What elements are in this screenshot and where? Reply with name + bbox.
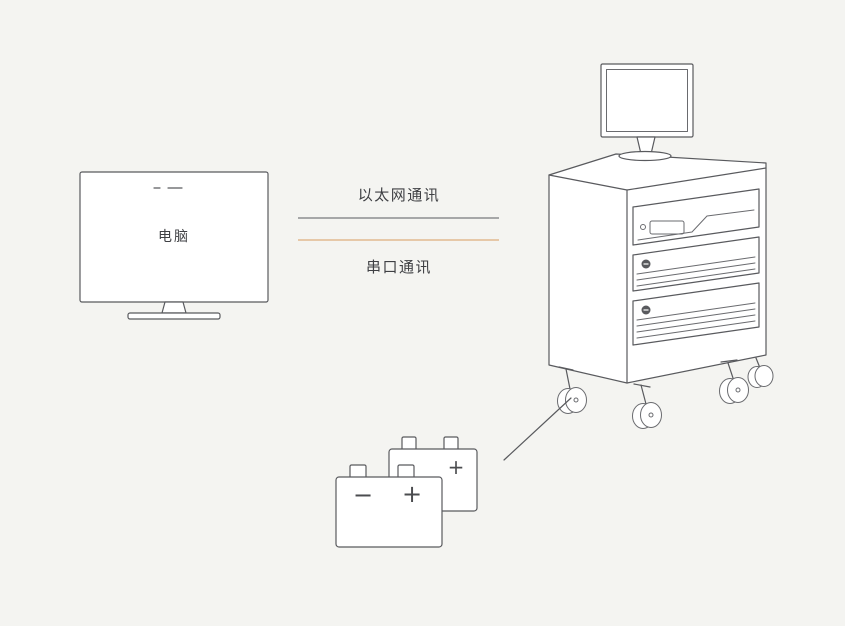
caster-tire xyxy=(640,402,662,428)
module-panel xyxy=(632,282,760,346)
battery-terminal xyxy=(349,464,367,479)
battery-terminal xyxy=(397,464,415,479)
battery-connection-line xyxy=(503,397,572,461)
caster-mount xyxy=(633,383,651,388)
vent-line xyxy=(636,268,756,287)
rack-module-1 xyxy=(632,236,760,292)
cabinet-monitor-stand-base xyxy=(618,150,672,162)
battery-terminal xyxy=(443,436,459,451)
power-button-icon xyxy=(640,224,646,230)
connection-links: 以太网通讯 串口通讯 xyxy=(298,186,499,276)
rack-module-display xyxy=(632,188,760,246)
caster-axle xyxy=(648,412,654,418)
monitor-stand-neck xyxy=(161,301,187,314)
caster-stem xyxy=(640,384,647,405)
cabinet-monitor-bezel xyxy=(606,69,688,132)
ethernet-link-label: 以太网通讯 xyxy=(358,186,441,204)
battery-front: − + xyxy=(335,464,443,548)
battery-positive-symbol: + xyxy=(448,455,465,479)
monitor-stand-base xyxy=(127,312,221,320)
caster-tire xyxy=(754,365,774,387)
module-panel xyxy=(632,236,760,292)
caster-stem xyxy=(565,368,571,390)
caster-wheel-back-right xyxy=(747,357,774,388)
caster-wheel-right xyxy=(719,359,749,404)
caster-axle xyxy=(573,397,579,403)
vent-line xyxy=(636,302,756,321)
caster-mount xyxy=(720,359,738,363)
caster-axle xyxy=(735,387,741,393)
serial-link-label: 串口通讯 xyxy=(366,258,432,276)
computer-monitor: 电脑 xyxy=(79,171,269,320)
test-equipment-cabinet xyxy=(548,63,774,429)
computer-label: 电脑 xyxy=(158,229,190,245)
caster-stem xyxy=(727,362,734,379)
cabinet-monitor xyxy=(600,63,694,162)
panel-accent-line xyxy=(637,209,755,241)
vent-line xyxy=(636,262,756,281)
caster-tire xyxy=(565,387,587,413)
module-display-screen xyxy=(649,220,685,235)
battery-body xyxy=(335,476,443,548)
vent-line xyxy=(636,320,756,339)
caster-wheel-center xyxy=(632,383,662,429)
battery-negative-symbol: − xyxy=(353,481,373,509)
battery-pack: + − + xyxy=(335,436,478,548)
rack-module-2 xyxy=(632,282,760,346)
caster-tire xyxy=(727,377,749,403)
vent-line xyxy=(636,308,756,327)
vent-line xyxy=(636,314,756,333)
battery-positive-symbol: + xyxy=(402,480,422,508)
vent-line xyxy=(636,256,756,275)
battery-terminal xyxy=(401,436,417,451)
